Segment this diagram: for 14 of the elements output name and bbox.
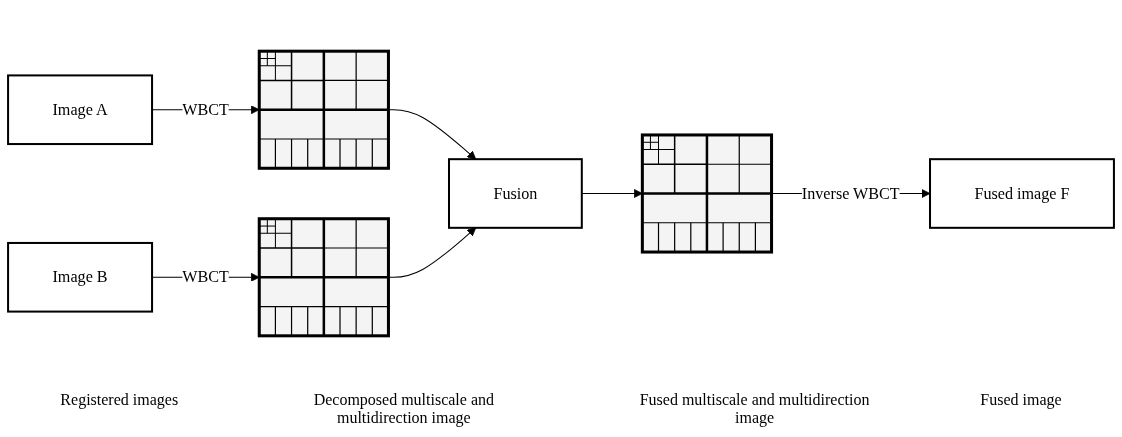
node-box: Image A: [7, 74, 154, 146]
edge-label: WBCT: [182, 268, 229, 286]
caption-text: Registered images: [60, 391, 179, 411]
edge-label: WBCT: [182, 100, 229, 118]
caption-text: Fused image: [980, 391, 1062, 411]
subband-grid-drawing: [258, 217, 390, 337]
caption-text: Decomposed multiscale and multidirection image: [312, 391, 495, 427]
node-box: Image B: [7, 241, 154, 313]
subband-grid-drawing: [641, 134, 773, 253]
edge-label: Inverse WBCT: [801, 184, 900, 202]
node-box: Fusion: [448, 158, 583, 229]
subband-grid-drawing: [258, 50, 390, 169]
node-box: Fused image F: [929, 158, 1115, 229]
caption-text: Fused multiscale and multidirection image: [638, 391, 871, 427]
